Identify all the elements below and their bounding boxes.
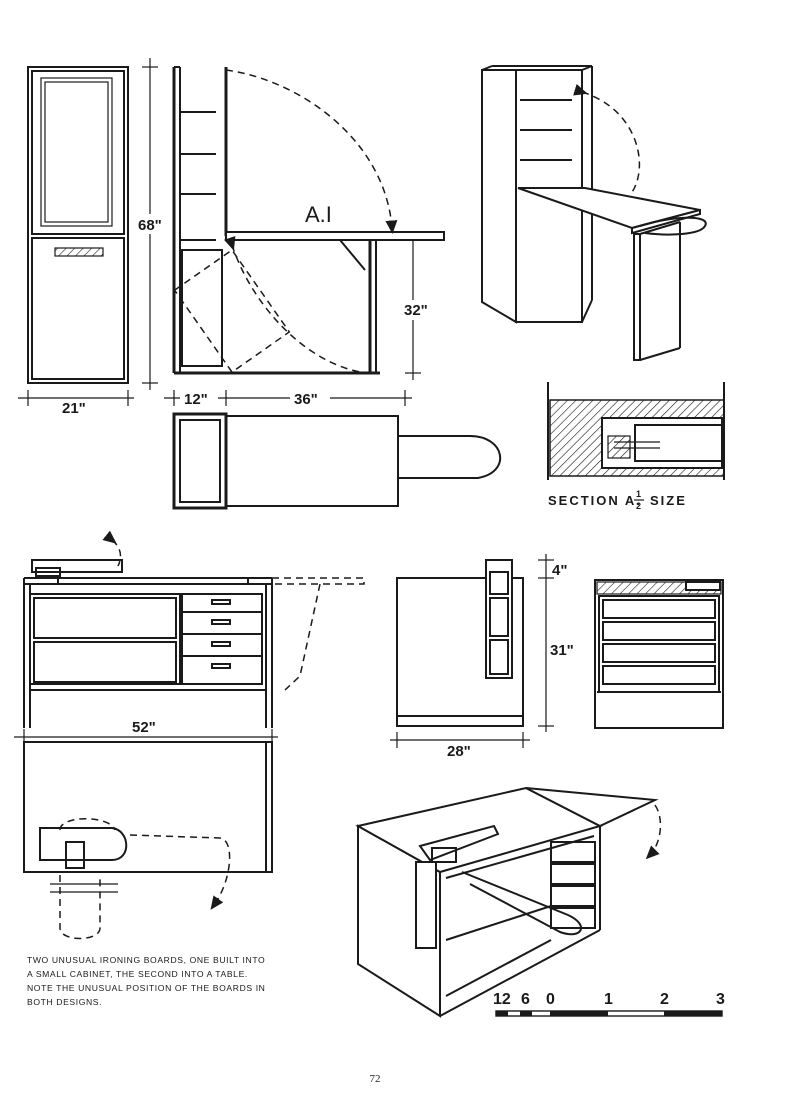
cabinet-plan-view — [172, 412, 502, 510]
section-scale-den: 2 — [636, 501, 641, 511]
dim-21-label: 21" — [62, 400, 86, 417]
scale-tick-0: 0 — [546, 991, 555, 1008]
dim-32-label: 32" — [404, 302, 428, 319]
section-size-label: SIZE — [650, 493, 687, 508]
dim-36-label: 36" — [294, 391, 318, 408]
dimension-28-width: 28" — [390, 732, 530, 760]
dim-28-label: 28" — [447, 743, 471, 760]
figure-caption: TWO UNUSUAL IRONING BOARDS, ONE BUILT IN… — [27, 955, 266, 1007]
table-drawer-section — [594, 579, 724, 729]
dim-68-label: 68" — [138, 217, 162, 234]
table-plan-view — [23, 741, 273, 940]
section-scale-num: 1 — [636, 489, 641, 499]
dimension-4-and-31: 4" 31" — [538, 554, 576, 732]
cabinet-side-section: A.I — [172, 66, 445, 375]
dim-4-label: 4" — [552, 562, 567, 579]
scale-tick-6: 6 — [521, 991, 530, 1008]
page-number: 72 — [369, 1073, 381, 1085]
dim-12-label: 12" — [184, 391, 208, 408]
scale-bar: 12 6 0 1 2 3 — [493, 991, 725, 1017]
dimension-32-height: 32" — [403, 239, 433, 380]
ironing-board-handle — [54, 247, 104, 257]
scale-tick-12: 12 — [493, 991, 511, 1008]
dim-52-label: 52" — [132, 719, 156, 736]
dimension-52-width: 52" — [14, 718, 278, 745]
scale-tick-3: 3 — [716, 991, 725, 1008]
cabinet-front-elevation — [27, 66, 129, 384]
table-perspective — [355, 786, 662, 1018]
section-title: SECTION A. — [548, 493, 642, 508]
dimension-68-height: 68" — [137, 58, 165, 390]
section-marker-label: A.I — [305, 202, 332, 227]
dim-31-label: 31" — [550, 642, 574, 659]
cabinet-perspective — [481, 65, 707, 361]
scale-tick-2: 2 — [660, 991, 669, 1008]
table-front-elevation — [23, 530, 365, 728]
dimension-12-and-36: 12" 36" — [164, 388, 412, 408]
scale-tick-1: 1 — [604, 991, 613, 1008]
section-a-detail: SECTION A. 1 2 SIZE — [547, 382, 725, 511]
dimension-21-width: 21" — [18, 390, 134, 417]
table-side-elevation — [396, 559, 524, 727]
